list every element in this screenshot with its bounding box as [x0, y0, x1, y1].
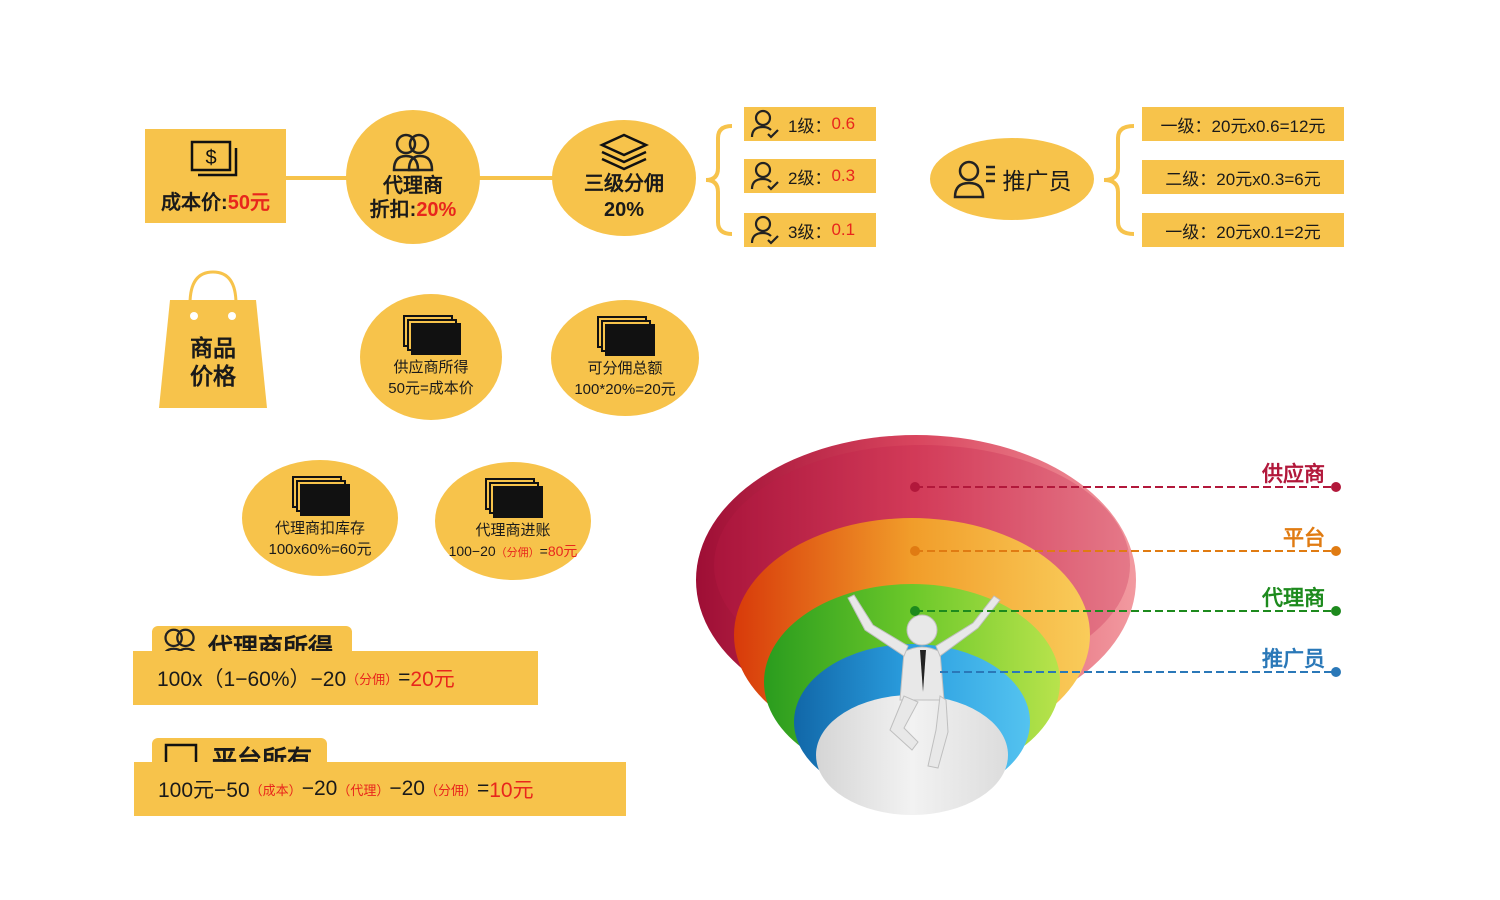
- platform-f3: −20: [301, 777, 338, 800]
- shopping-bag-icon: [159, 270, 267, 408]
- user-check-icon: [750, 215, 779, 245]
- commission-total-formula: 100*20%=20元: [574, 381, 676, 398]
- cost-box: $ 成本价:50元: [145, 129, 286, 223]
- agent-stock-bubble: 代理商扣库存 100x60%=60元: [242, 460, 398, 576]
- bag-label: 商品 价格: [158, 334, 268, 390]
- platform-f7: =: [476, 777, 490, 800]
- commission-total-bubble: 可分佣总额 100*20%=20元: [551, 300, 699, 416]
- level-2-label: 2级：: [788, 168, 832, 188]
- commission-value: 20%: [603, 199, 645, 221]
- legend-dot: [910, 606, 920, 616]
- cheering-figure: [847, 594, 1001, 769]
- legend-dot: [910, 482, 920, 492]
- platform-f8: 10元: [489, 779, 534, 802]
- promoter-calc-3: 一级：20元x0.1=2元: [1142, 213, 1344, 247]
- level-2-box: 2级：0.3: [744, 159, 876, 193]
- agent-receipt-bubble: 代理商进账 100−20（分佣）=80元: [435, 462, 591, 580]
- connector-line: [284, 176, 354, 180]
- supplier-income-formula: 50元=成本价: [388, 380, 474, 397]
- legend-supplier: 供应商: [1262, 463, 1325, 486]
- dollar-bills-icon: $: [190, 140, 237, 176]
- legend-dot: [1331, 482, 1341, 492]
- cost-label: 成本价:: [161, 191, 228, 214]
- level-3-box: 3级：0.1: [744, 213, 876, 247]
- platform-f6: （分佣）: [424, 782, 477, 798]
- agent-receipt-f3: =: [539, 543, 548, 559]
- legend-dot: [1331, 667, 1341, 677]
- svg-text:$: $: [205, 147, 216, 169]
- user-check-icon: [750, 161, 779, 191]
- level-1-value: 0.6: [831, 114, 856, 133]
- agent-receipt-f2: （分佣）: [495, 547, 540, 559]
- platform-f4: （代理）: [337, 782, 390, 798]
- commission-total-title: 可分佣总额: [587, 360, 663, 377]
- level-1-label: 1级：: [788, 116, 832, 136]
- platform-f1: 100元−50: [158, 779, 250, 802]
- supplier-income-title: 供应商所得: [393, 359, 469, 376]
- legend-dot: [910, 546, 920, 556]
- legend-platform: 平台: [1283, 527, 1325, 550]
- platform-bar: 100元−50（成本）−20（代理）−20（分佣）=10元: [134, 762, 626, 816]
- agent-income-f1: 100x（1−60%）−20: [157, 668, 347, 691]
- commission-title: 三级分佣: [584, 173, 664, 195]
- person-list-icon: [953, 160, 995, 199]
- promoter-calc-2: 二级：20元x0.3=6元: [1142, 160, 1344, 194]
- agent-discount-label: 折扣:: [369, 199, 417, 221]
- agent-income-f2: （分佣）: [346, 671, 399, 687]
- legend-dot: [1331, 546, 1341, 556]
- level-3-label: 3级：: [788, 222, 832, 242]
- user-check-icon: [750, 109, 779, 139]
- agent-stock-formula: 100x60%=60元: [268, 541, 372, 558]
- legend-agent: 代理商: [1262, 587, 1325, 610]
- connector-line: [478, 176, 556, 180]
- agent-receipt-f1: 100−20: [448, 543, 496, 559]
- supplier-income-bubble: 供应商所得 50元=成本价: [360, 294, 502, 420]
- agent-stock-title: 代理商扣库存: [274, 520, 365, 537]
- brace-icon: [705, 124, 733, 236]
- agent-income-f4: 20元: [410, 668, 455, 691]
- cards-icon: [485, 478, 543, 518]
- layers-icon: [599, 133, 649, 171]
- agent-income-f3: =: [398, 666, 411, 689]
- users-icon: [392, 133, 434, 172]
- promoter-label: 推广员: [1002, 168, 1072, 194]
- level-1-box: 1级：0.6: [744, 107, 876, 141]
- profit-layers-graphic: [696, 435, 1136, 815]
- platform-f5: −20: [389, 777, 425, 800]
- agent-income-bar: 100x（1−60%）−20（分佣）=20元: [133, 651, 538, 705]
- commission-circle: 三级分佣 20%: [552, 120, 696, 236]
- level-3-value: 0.1: [831, 220, 856, 239]
- promoter-pill: 推广员: [930, 138, 1094, 220]
- bag-line-1: 商品: [190, 335, 236, 361]
- agent-discount-title: 代理商: [382, 175, 443, 197]
- agent-receipt-title: 代理商进账: [475, 522, 551, 539]
- legend-promoter: 推广员: [1262, 648, 1325, 671]
- agent-discount-circle: 代理商 折扣:20%: [346, 110, 480, 244]
- base-layer: [816, 695, 1008, 815]
- bag-line-2: 价格: [190, 363, 236, 389]
- cards-icon: [292, 476, 350, 516]
- promoter-calc-1: 一级：20元x0.6=12元: [1142, 107, 1344, 141]
- legend-lines: [910, 482, 1341, 677]
- agent-discount-value: 20%: [416, 199, 457, 221]
- level-2-value: 0.3: [831, 166, 856, 185]
- cards-icon: [403, 315, 461, 355]
- cost-value: 50元: [227, 191, 270, 214]
- cards-icon: [597, 316, 655, 356]
- platform-f2: （成本）: [249, 782, 302, 798]
- brace-icon: [1103, 124, 1135, 236]
- legend-dot: [1331, 606, 1341, 616]
- agent-receipt-f4: 80元: [547, 543, 578, 559]
